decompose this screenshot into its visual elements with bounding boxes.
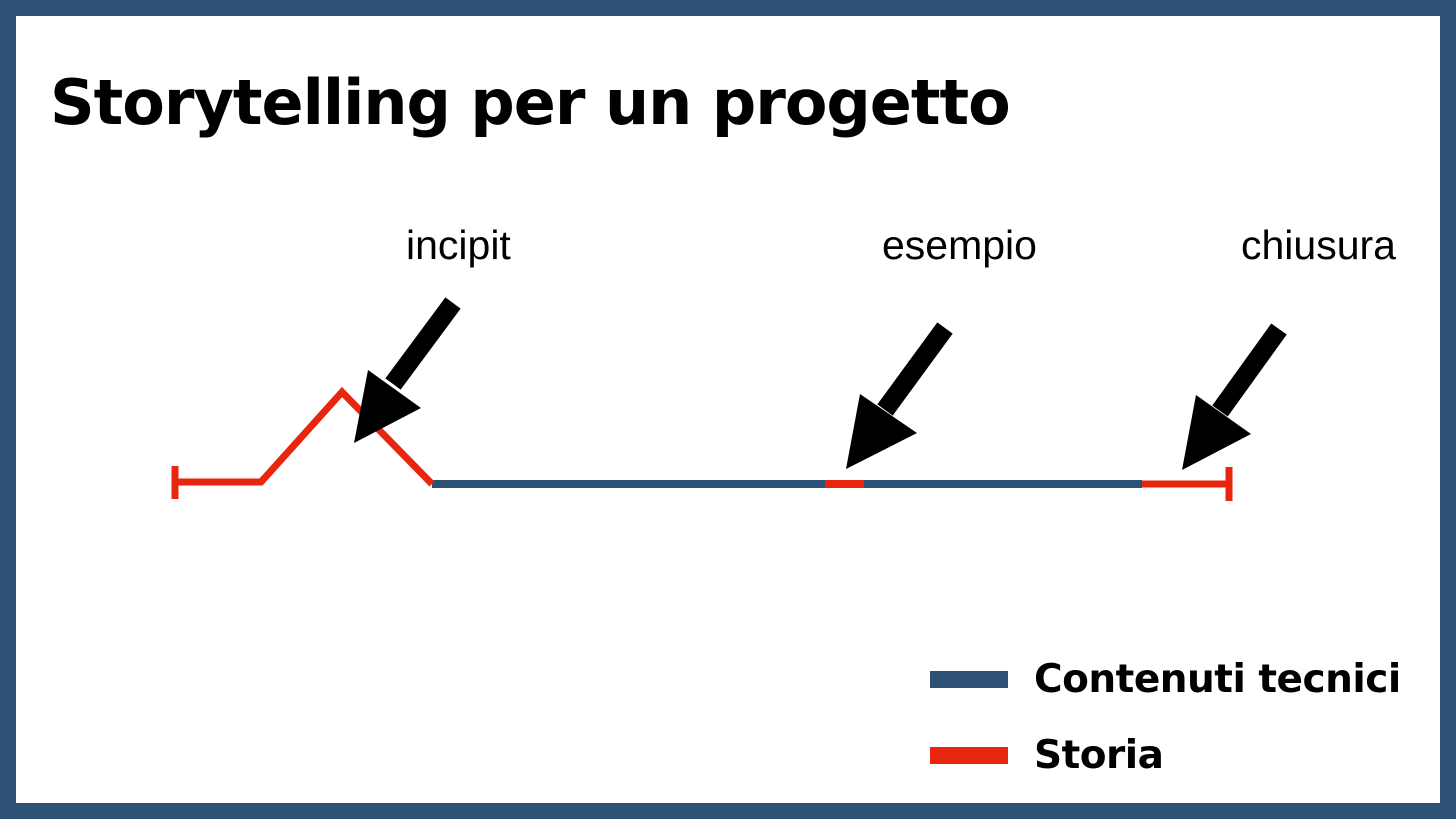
legend-swatch-story xyxy=(930,746,1008,764)
legend-label-technical: Contenuti tecnici xyxy=(1034,656,1401,702)
incipit-arrow-icon xyxy=(354,297,461,443)
slide: Storytelling per un progetto incipit ese… xyxy=(16,16,1440,803)
legend-label-story: Storia xyxy=(1034,732,1164,778)
storytelling-diagram: incipit esempio chiusura xyxy=(171,222,1396,501)
legend-item-technical: Contenuti tecnici xyxy=(930,656,1401,702)
legend: Contenuti tecnici Storia xyxy=(930,656,1401,803)
legend-item-story: Storia xyxy=(930,732,1401,778)
legend-swatch-technical xyxy=(930,670,1008,688)
slide-title: Storytelling per un progetto xyxy=(50,66,1011,139)
incipit-label: incipit xyxy=(406,222,511,268)
esempio-arrow-icon xyxy=(846,322,953,469)
chiusura-arrow-icon xyxy=(1182,323,1287,470)
chiusura-label: chiusura xyxy=(1241,222,1396,268)
esempio-label: esempio xyxy=(882,222,1037,268)
story-incipit-line xyxy=(175,386,435,487)
